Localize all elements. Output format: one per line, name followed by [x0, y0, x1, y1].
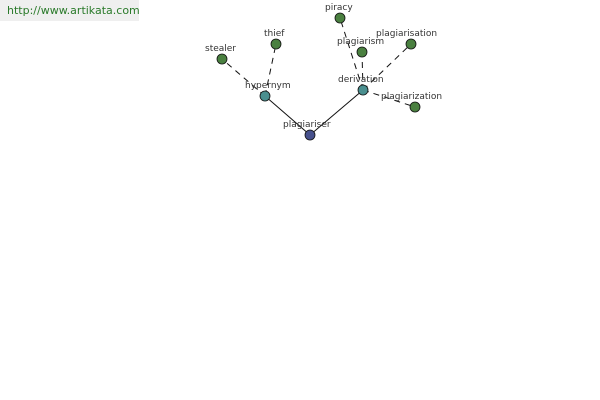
node-piracy[interactable]	[334, 12, 346, 24]
node-derivation[interactable]	[357, 84, 369, 96]
node-plagiarisation[interactable]	[405, 38, 417, 50]
label-derivation: derivation	[338, 75, 384, 85]
label-root: plagiariser	[283, 120, 331, 130]
label-plagiarisation: plagiarisation	[376, 29, 437, 39]
node-thief[interactable]	[270, 38, 282, 50]
edge-root-hypernym	[264, 95, 311, 136]
edge-derivation-plagiarization	[362, 89, 416, 108]
label-hypernym: hypernym	[245, 81, 291, 91]
node-plagiarization[interactable]	[409, 101, 421, 113]
label-plagiarism: plagiarism	[337, 37, 384, 47]
edge-hypernym-stealer	[221, 58, 266, 97]
edge-derivation-piracy	[339, 17, 364, 91]
label-stealer: stealer	[205, 44, 236, 54]
node-plagiarism[interactable]	[356, 46, 368, 58]
source-link[interactable]: http://www.artikata.com	[7, 4, 140, 17]
source-banner: http://www.artikata.com	[0, 0, 140, 21]
label-thief: thief	[264, 29, 285, 39]
node-root[interactable]	[304, 129, 316, 141]
label-plagiarization: plagiarization	[381, 92, 442, 102]
node-stealer[interactable]	[216, 53, 228, 65]
edge-derivation-plagiarisation	[362, 43, 412, 91]
node-hypernym[interactable]	[259, 90, 271, 102]
label-piracy: piracy	[325, 3, 353, 13]
edge-hypernym-thief	[264, 43, 277, 97]
edge-root-derivation	[309, 89, 364, 136]
